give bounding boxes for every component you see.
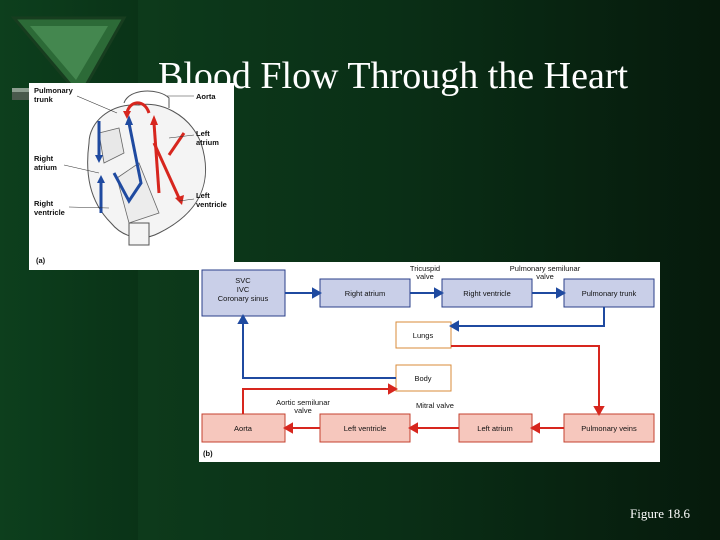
box-pulmonary-trunk (563, 278, 655, 308)
pulmonary-veins-label: Pulmonary veins (581, 424, 637, 433)
label-right-ventricle-2: ventricle (34, 208, 65, 217)
coronary-sinus-label: Coronary sinus (218, 294, 269, 303)
tricuspid-valve-label-2: valve (416, 272, 434, 281)
label-right-atrium-1: Right (34, 154, 54, 163)
aortic-semilunar-label-1: Aortic semilunar (276, 398, 330, 407)
panel-a-label: (a) (36, 256, 46, 265)
pulmonary-semilunar-label-1: Pulmonary semilunar (510, 264, 581, 273)
box-svc-ivc (201, 269, 286, 317)
right-atrium-label: Right atrium (345, 289, 385, 298)
left-ventricle-label: Left ventricle (344, 424, 387, 433)
box-lungs (395, 321, 452, 349)
label-pulmonary-trunk-1: Pulmonary (34, 86, 74, 95)
pulmonary-trunk-label: Pulmonary trunk (582, 289, 637, 298)
box-body (395, 364, 452, 392)
label-aorta: Aorta (196, 92, 216, 101)
blood-flow-diagram-panel: SVC IVC Coronary sinus Right atrium Righ… (199, 262, 660, 462)
panel-b-label: (b) (203, 449, 213, 458)
heart-illustration-panel: Pulmonary trunk Aorta Left atrium Right … (29, 83, 234, 270)
lungs-label: Lungs (413, 331, 434, 340)
figure-caption: Figure 18.6 (630, 506, 690, 521)
tricuspid-valve-label-1: Tricuspid (410, 264, 440, 273)
label-right-ventricle-1: Right (34, 199, 54, 208)
slide-title: Blood Flow Through the Heart (158, 55, 629, 97)
label-right-atrium-2: atrium (34, 163, 57, 172)
ivc-label: IVC (237, 285, 250, 294)
mitral-valve-label: Mitral valve (416, 401, 454, 410)
box-right-ventricle (441, 278, 533, 308)
label-left-ventricle-2: ventricle (196, 200, 227, 209)
label-left-ventricle-1: Left (196, 191, 210, 200)
pulmonary-semilunar-label-2: valve (536, 272, 554, 281)
aortic-semilunar-label-2: valve (294, 406, 312, 415)
label-left-atrium-1: Left (196, 129, 210, 138)
right-ventricle-label: Right ventricle (463, 289, 511, 298)
left-atrium-label: Left atrium (477, 424, 512, 433)
body-label: Body (414, 374, 431, 383)
aorta-label: Aorta (234, 424, 253, 433)
box-pulmonary-veins (563, 413, 655, 443)
label-left-atrium-2: atrium (196, 138, 219, 147)
label-pulmonary-trunk-2: trunk (34, 95, 54, 104)
svc-label: SVC (235, 276, 251, 285)
